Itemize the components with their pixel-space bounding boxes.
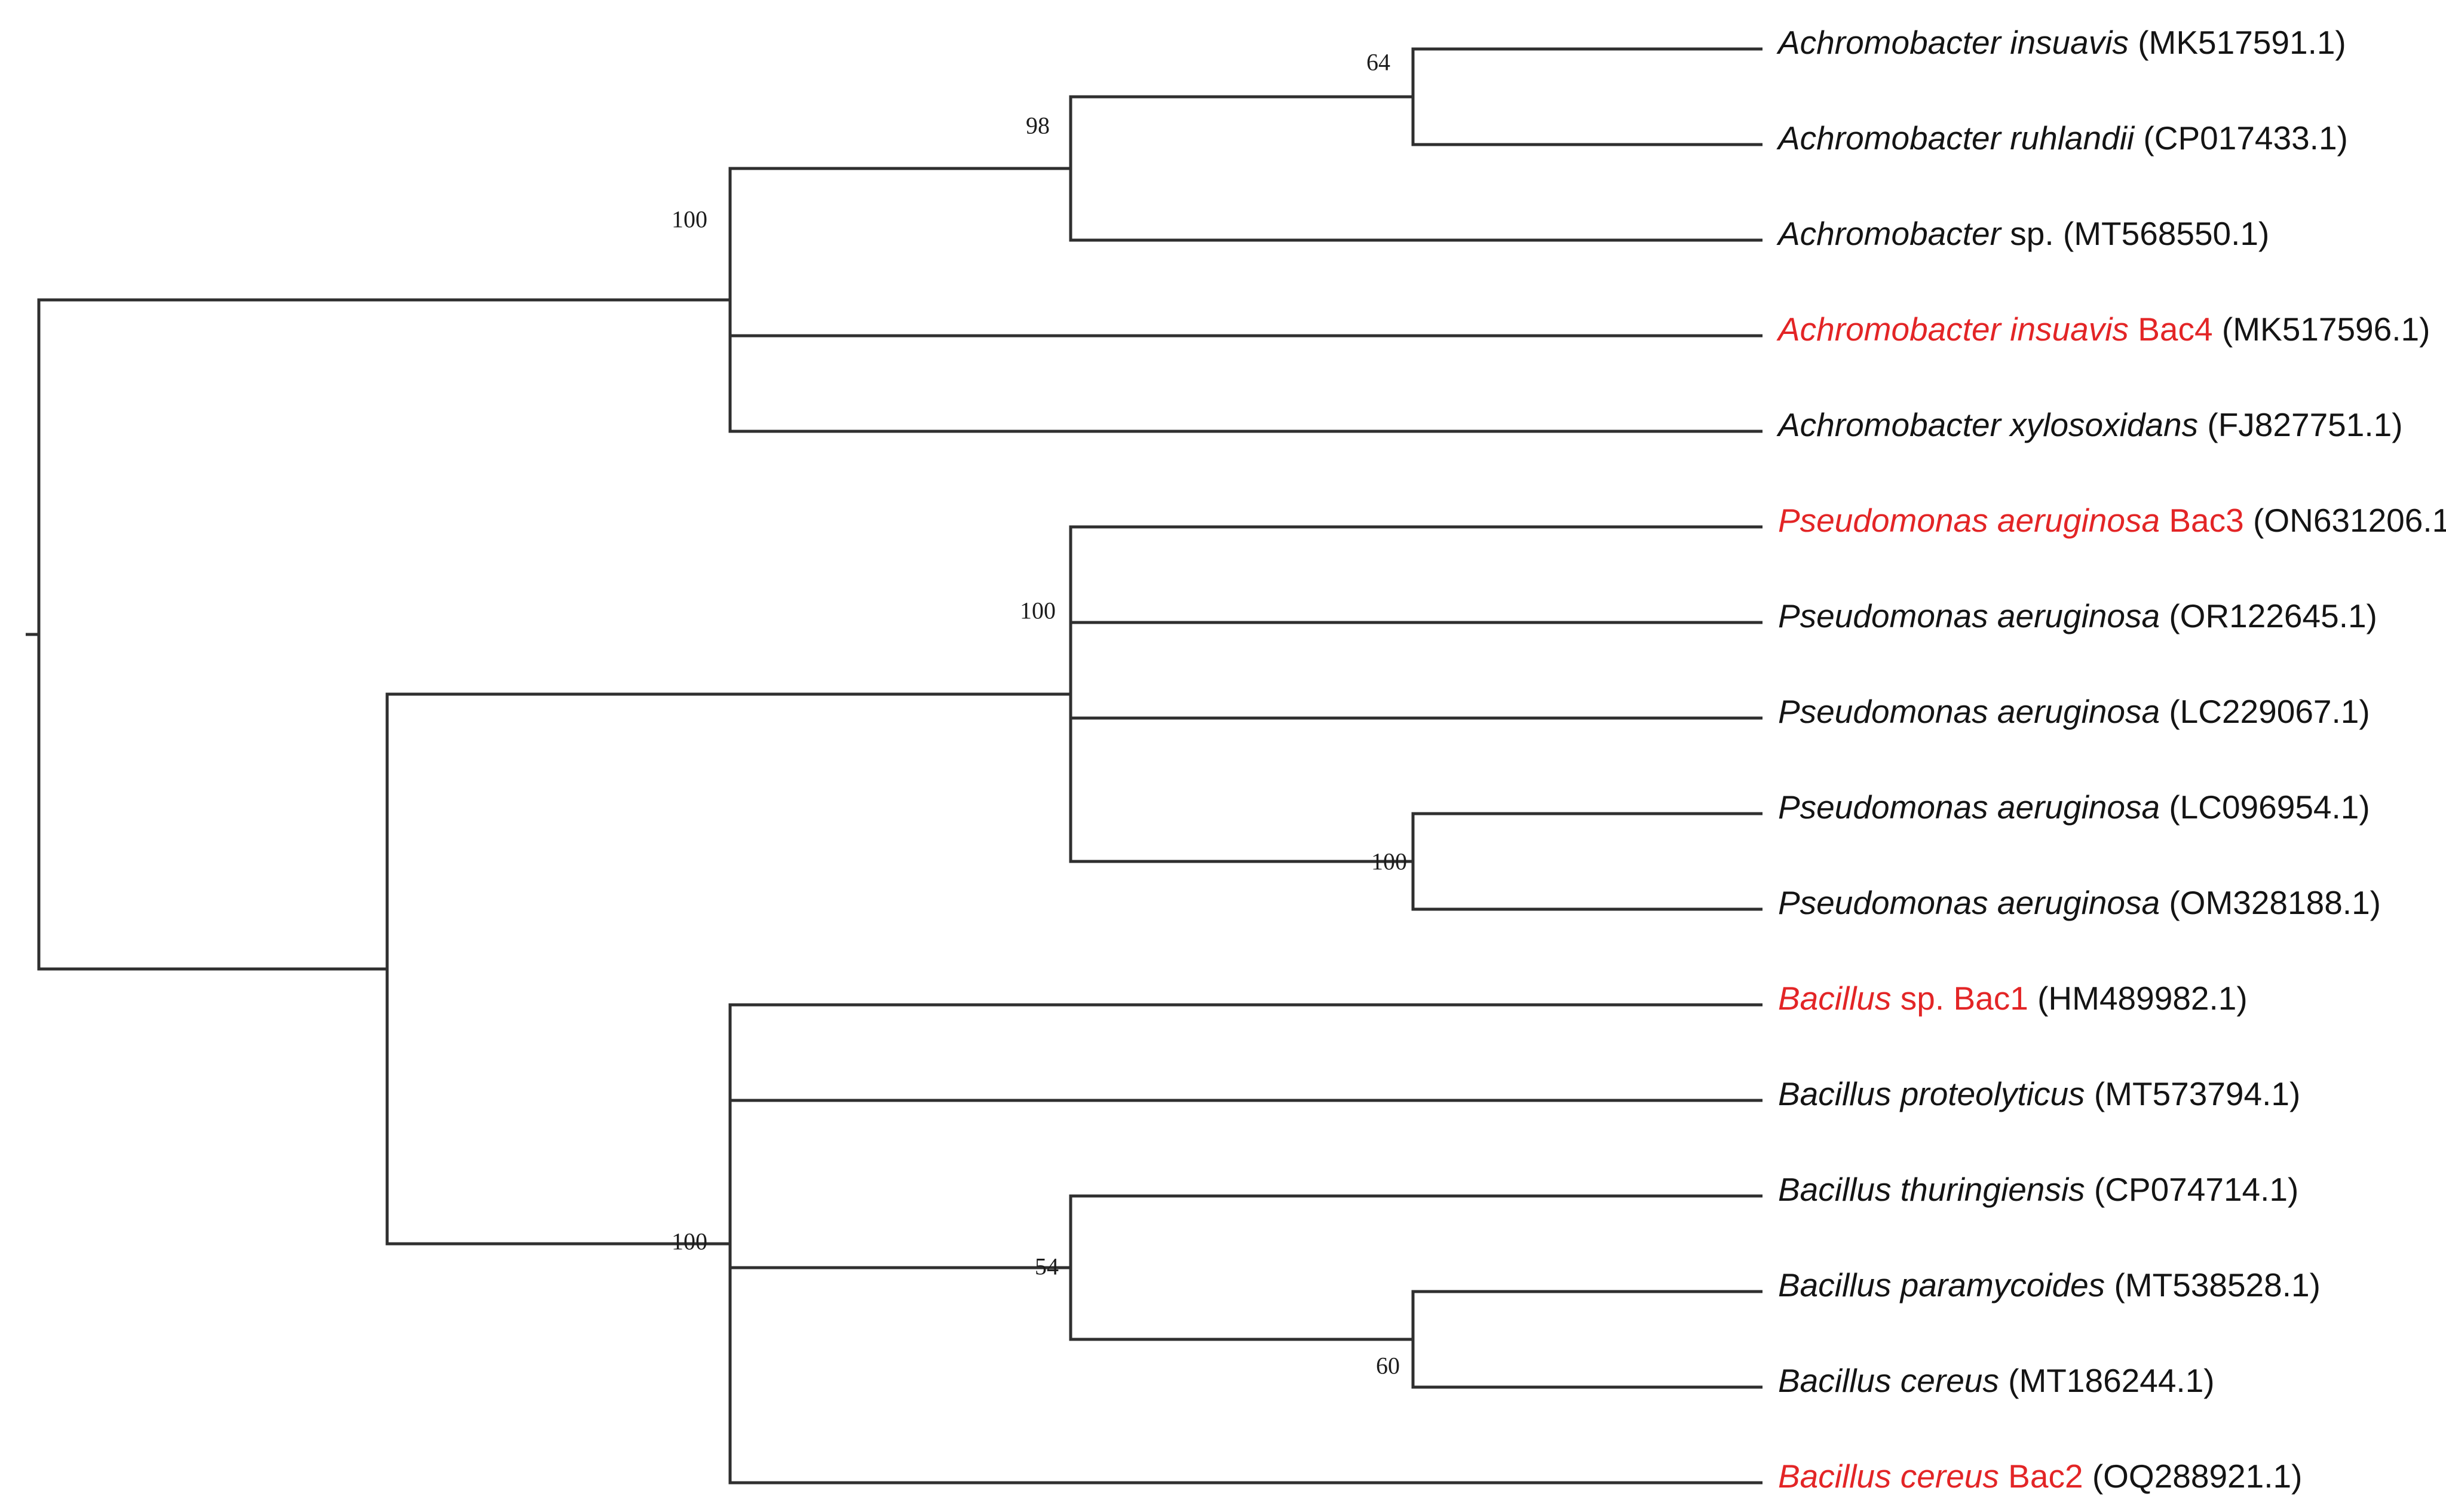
taxon-species: Bacillus proteolyticus [1778, 1075, 2085, 1113]
taxon-species: Bacillus paramycoides [1778, 1266, 2105, 1304]
taxon-strain: Bac3 [2160, 502, 2244, 539]
taxon-label: Achromobacter insuavis Bac4 (MK517596.1) [1778, 313, 2430, 346]
taxon-label: Bacillus proteolyticus (MT573794.1) [1778, 1078, 2300, 1111]
taxon-strain: Bac4 [2128, 311, 2213, 348]
taxon-species: Achromobacter [1778, 215, 2001, 253]
taxon-label: Bacillus cereus (MT186244.1) [1778, 1364, 2215, 1397]
taxon-species: Achromobacter ruhlandii [1778, 119, 2135, 157]
taxon-species: Achromobacter insuavis [1778, 311, 2129, 348]
taxon-label: Pseudomonas aeruginosa (LC229067.1) [1778, 695, 2370, 728]
taxon-accession: (LC096954.1) [2160, 789, 2370, 826]
taxon-label: Bacillus sp. Bac1 (HM489982.1) [1778, 982, 2248, 1015]
taxon-label: Achromobacter ruhlandii (CP017433.1) [1778, 122, 2348, 155]
taxon-label: Achromobacter sp. (MT568550.1) [1778, 217, 2269, 250]
taxon-strain: sp. [2000, 215, 2054, 253]
taxon-accession: (OR122645.1) [2160, 597, 2377, 635]
taxon-label: Achromobacter insuavis (MK517591.1) [1778, 26, 2346, 59]
taxon-accession: (MK517591.1) [2128, 24, 2346, 62]
taxon-accession: (HM489982.1) [2028, 980, 2248, 1017]
taxon-label: Achromobacter xylosoxidans (FJ827751.1) [1778, 409, 2403, 441]
taxon-species: Bacillus [1778, 980, 1892, 1017]
taxon-accession: (FJ827751.1) [2198, 406, 2403, 444]
bootstrap-value: 100 [672, 1228, 707, 1255]
taxon-accession: (MT186244.1) [1999, 1362, 2215, 1400]
taxon-accession: (MT538528.1) [2105, 1266, 2321, 1304]
taxon-species: Pseudomonas aeruginosa [1778, 884, 2160, 922]
taxon-species: Pseudomonas aeruginosa [1778, 502, 2160, 539]
taxon-label: Pseudomonas aeruginosa (LC096954.1) [1778, 791, 2370, 824]
taxon-label: Pseudomonas aeruginosa Bac3 (ON631206.1) [1778, 504, 2446, 537]
taxon-species: Pseudomonas aeruginosa [1778, 597, 2160, 635]
taxon-label: Pseudomonas aeruginosa (OM328188.1) [1778, 887, 2381, 919]
bootstrap-value: 100 [1371, 848, 1407, 875]
taxon-accession: (MK517596.1) [2212, 311, 2430, 348]
taxon-label: Bacillus paramycoides (MT538528.1) [1778, 1269, 2321, 1302]
taxon-species: Bacillus thuringiensis [1778, 1171, 2085, 1209]
taxon-accession: (MT573794.1) [2085, 1075, 2301, 1113]
taxon-species: Achromobacter insuavis [1778, 24, 2129, 62]
taxon-label: Pseudomonas aeruginosa (OR122645.1) [1778, 600, 2377, 633]
bootstrap-value: 54 [1035, 1253, 1059, 1280]
taxon-label: Bacillus thuringiensis (CP074714.1) [1778, 1173, 2298, 1206]
taxon-species: Achromobacter xylosoxidans [1778, 406, 2199, 444]
taxon-species: Bacillus cereus [1778, 1362, 1999, 1400]
taxon-accession: (MT568550.1) [2053, 215, 2270, 253]
bootstrap-value: 100 [672, 206, 707, 233]
bootstrap-value: 100 [1020, 597, 1056, 624]
taxon-strain: Bac2 [1999, 1458, 2083, 1495]
bootstrap-value: 98 [1026, 112, 1050, 139]
taxon-accession: (OM328188.1) [2160, 884, 2381, 922]
taxon-accession: (CP074714.1) [2085, 1171, 2299, 1209]
taxon-strain: sp. Bac1 [1891, 980, 2028, 1017]
bootstrap-value: 60 [1376, 1352, 1400, 1379]
taxon-species: Pseudomonas aeruginosa [1778, 789, 2160, 826]
taxon-accession: (ON631206.1) [2243, 502, 2446, 539]
taxon-species: Bacillus cereus [1778, 1458, 1999, 1495]
taxon-accession: (OQ288921.1) [2083, 1458, 2303, 1495]
bootstrap-value: 64 [1366, 49, 1390, 76]
taxon-label: Bacillus cereus Bac2 (OQ288921.1) [1778, 1460, 2302, 1493]
taxon-accession: (LC229067.1) [2160, 693, 2370, 731]
taxon-species: Pseudomonas aeruginosa [1778, 693, 2160, 731]
taxon-accession: (CP017433.1) [2134, 119, 2348, 157]
